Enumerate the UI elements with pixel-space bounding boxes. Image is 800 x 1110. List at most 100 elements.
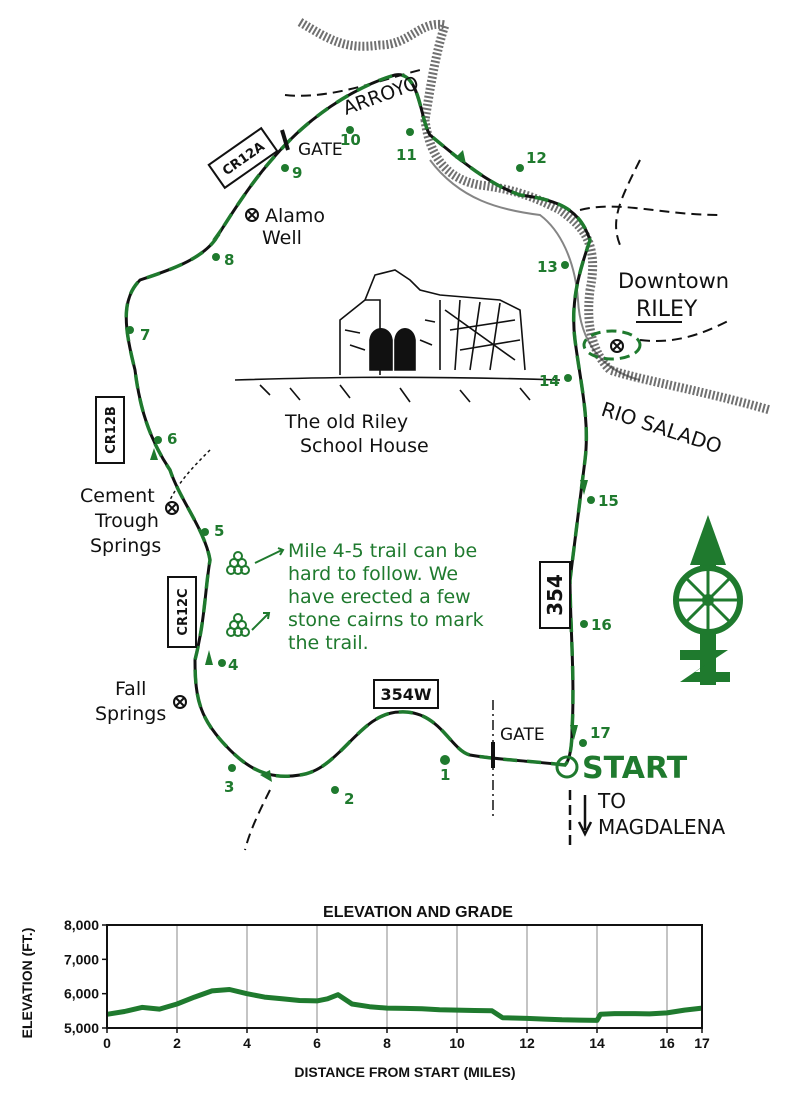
mile-marker-13: 13 [537,258,558,276]
x-tick-label: 2 [173,1035,181,1051]
elevation-point [211,990,213,992]
fall-springs-label-2: Springs [95,703,166,725]
elevation-point [439,1009,440,1011]
elevation-point [369,1006,370,1008]
x-tick-label: 0 [103,1035,111,1051]
svg-text:CR12C: CR12C [176,588,191,635]
elevation-point [159,1008,160,1010]
gate-north-label: GATE [298,140,343,160]
mile-marker-2: 2 [344,790,354,808]
elevation-point [544,1018,545,1020]
elevation-point [502,1017,503,1019]
elevation-point [316,1000,318,1002]
x-axis-title: DISTANCE FROM START (MILES) [294,1064,515,1080]
x-tick-label: 6 [313,1035,321,1051]
mile-marker-10: 10 [340,131,361,149]
svg-text:the trail.: the trail. [288,632,369,654]
dashed-road [169,449,211,501]
mile-marker-15: 15 [598,492,619,510]
svg-text:have erected a few: have erected a few [288,586,471,608]
cement-trough-springs-label: Cement [80,485,155,507]
chart-grid [176,925,668,1028]
elevation-point [666,1012,668,1014]
cairn-icon [226,547,285,637]
elevation-point [264,996,265,998]
downtown-label: Downtown [618,269,729,293]
x-tick-label: 8 [383,1035,391,1051]
elevation-point [456,1009,458,1011]
elevation-point [561,1019,563,1021]
start-marker [555,755,579,779]
elevation-point [600,1013,601,1015]
schoolhouse-title: The old Riley [284,411,408,433]
elevation-point [684,1009,685,1011]
mile-marker-8: 8 [224,251,234,269]
alamo-well-label-2: Well [262,227,302,249]
road-sign-cr12b: CR12B [95,396,125,464]
y-tick-label: 8,000 [64,917,99,933]
cement-trough-springs-label-3: Springs [90,535,161,557]
to-label: TO [597,789,626,813]
x-tick-label: 4 [243,1035,251,1051]
elevation-point [194,996,195,998]
start-label: START [582,751,688,786]
elevation-point [421,1008,423,1010]
x-tick-label: 14 [589,1035,605,1051]
elevation-point [141,1006,143,1008]
elevation-point [176,1003,178,1005]
elevation-point [526,1017,528,1019]
road-sign-354w: 354W [373,679,439,709]
y-tick-label: 5,000 [64,1020,99,1036]
y-tick-label: 6,000 [64,986,99,1002]
mile-marker-16: 16 [591,616,612,634]
x-tick-label: 10 [449,1035,465,1051]
x-tick-label: 17 [694,1035,710,1051]
trail-map: 1 2 3 4 5 6 7 8 9 10 11 12 13 14 15 16 1… [80,18,772,851]
elevation-point [474,1009,475,1011]
dashed-road [579,205,721,216]
elevation-point [386,1007,388,1009]
mile-marker-6: 6 [167,430,177,448]
svg-text:354: 354 [543,574,567,616]
mile-marker-11: 11 [396,146,417,164]
mile-marker-9: 9 [292,164,302,182]
cement-trough-springs-label-2: Trough [94,510,159,532]
dashed-road [244,789,271,851]
road-sign-354: 354 [539,561,571,629]
x-tick-label: 16 [659,1035,675,1051]
elevation-point [404,1007,405,1009]
elevation-point [299,1000,300,1002]
direction-arrows [150,150,588,782]
rio-salado-label: RIO SALADO [598,397,724,458]
alamo-well-label: Alamo [265,205,325,227]
mile-marker-3: 3 [224,778,234,796]
mile-marker-4: 4 [228,656,238,674]
road-sign-cr12a: CR12A [207,126,279,190]
magdalena-label: MAGDALENA [598,815,726,839]
to-magdalena-arrow [577,795,593,837]
elevation-line [106,987,703,1023]
elevation-point [351,1003,353,1005]
gate-north-mark [280,129,290,151]
svg-text:hard to follow. We: hard to follow. We [288,563,458,585]
x-tick-label: 12 [519,1035,535,1051]
north-arrow-icon [673,515,743,685]
svg-text:CR12B: CR12B [104,406,119,454]
riley-label: RILEY [636,297,698,322]
chart-title: ELEVATION AND GRADE [323,904,513,921]
mile-marker-17: 17 [590,724,611,742]
schoolhouse-title-2: School House [300,435,429,457]
river-bank [429,159,641,381]
elevation-point [246,993,248,995]
elevation-chart: ELEVATION AND GRADE ELEVATION (FT.) DIST… [19,904,710,1080]
fall-springs-label: Fall [115,678,146,700]
well-symbol-icon [165,208,624,709]
elevation-point [124,1011,125,1013]
riley-loop [582,329,642,361]
svg-text:Mile 4-5 trail can be: Mile 4-5 trail can be [288,540,477,562]
road-sign-cr12c: CR12C [167,576,197,648]
svg-text:354W: 354W [380,685,431,704]
gate-south-label: GATE [500,725,545,745]
elevation-point [327,998,328,1000]
